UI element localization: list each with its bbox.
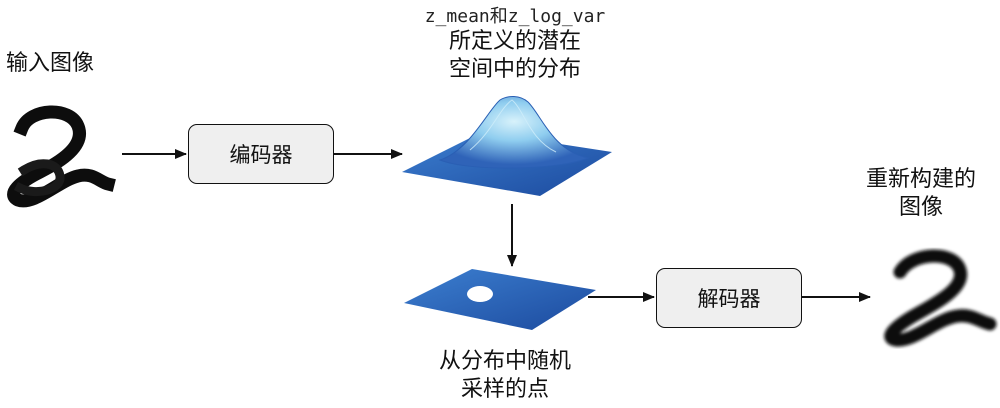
output-digit-image bbox=[884, 249, 997, 347]
latent-caption-line1: 所定义的潜在 bbox=[448, 29, 581, 54]
latent-code-label: z_mean和z_log_var bbox=[424, 6, 606, 27]
latent-caption: z_mean和z_log_var 所定义的潜在 空间中的分布 bbox=[360, 2, 670, 84]
output-caption: 重新构建的 图像 bbox=[846, 166, 996, 222]
input-image-label: 输入图像 bbox=[6, 51, 95, 76]
output-caption-line1: 重新构建的 bbox=[865, 167, 976, 192]
decoder-label: 解码器 bbox=[697, 287, 761, 311]
input-digit-image bbox=[7, 105, 116, 208]
sampled-point bbox=[467, 286, 493, 302]
sample-caption: 从分布中随机 采样的点 bbox=[400, 348, 610, 404]
output-caption-line2: 图像 bbox=[898, 195, 943, 220]
sample-caption-line2: 采样的点 bbox=[460, 377, 549, 402]
encoder-label: 编码器 bbox=[229, 143, 293, 167]
encoder-box: 编码器 bbox=[188, 124, 334, 184]
latent-distribution-surface bbox=[402, 96, 612, 196]
decoder-box: 解码器 bbox=[656, 268, 802, 328]
latent-caption-line2: 空间中的分布 bbox=[448, 57, 581, 82]
sampled-point-plane bbox=[404, 269, 596, 330]
sample-caption-line1: 从分布中随机 bbox=[438, 349, 571, 374]
